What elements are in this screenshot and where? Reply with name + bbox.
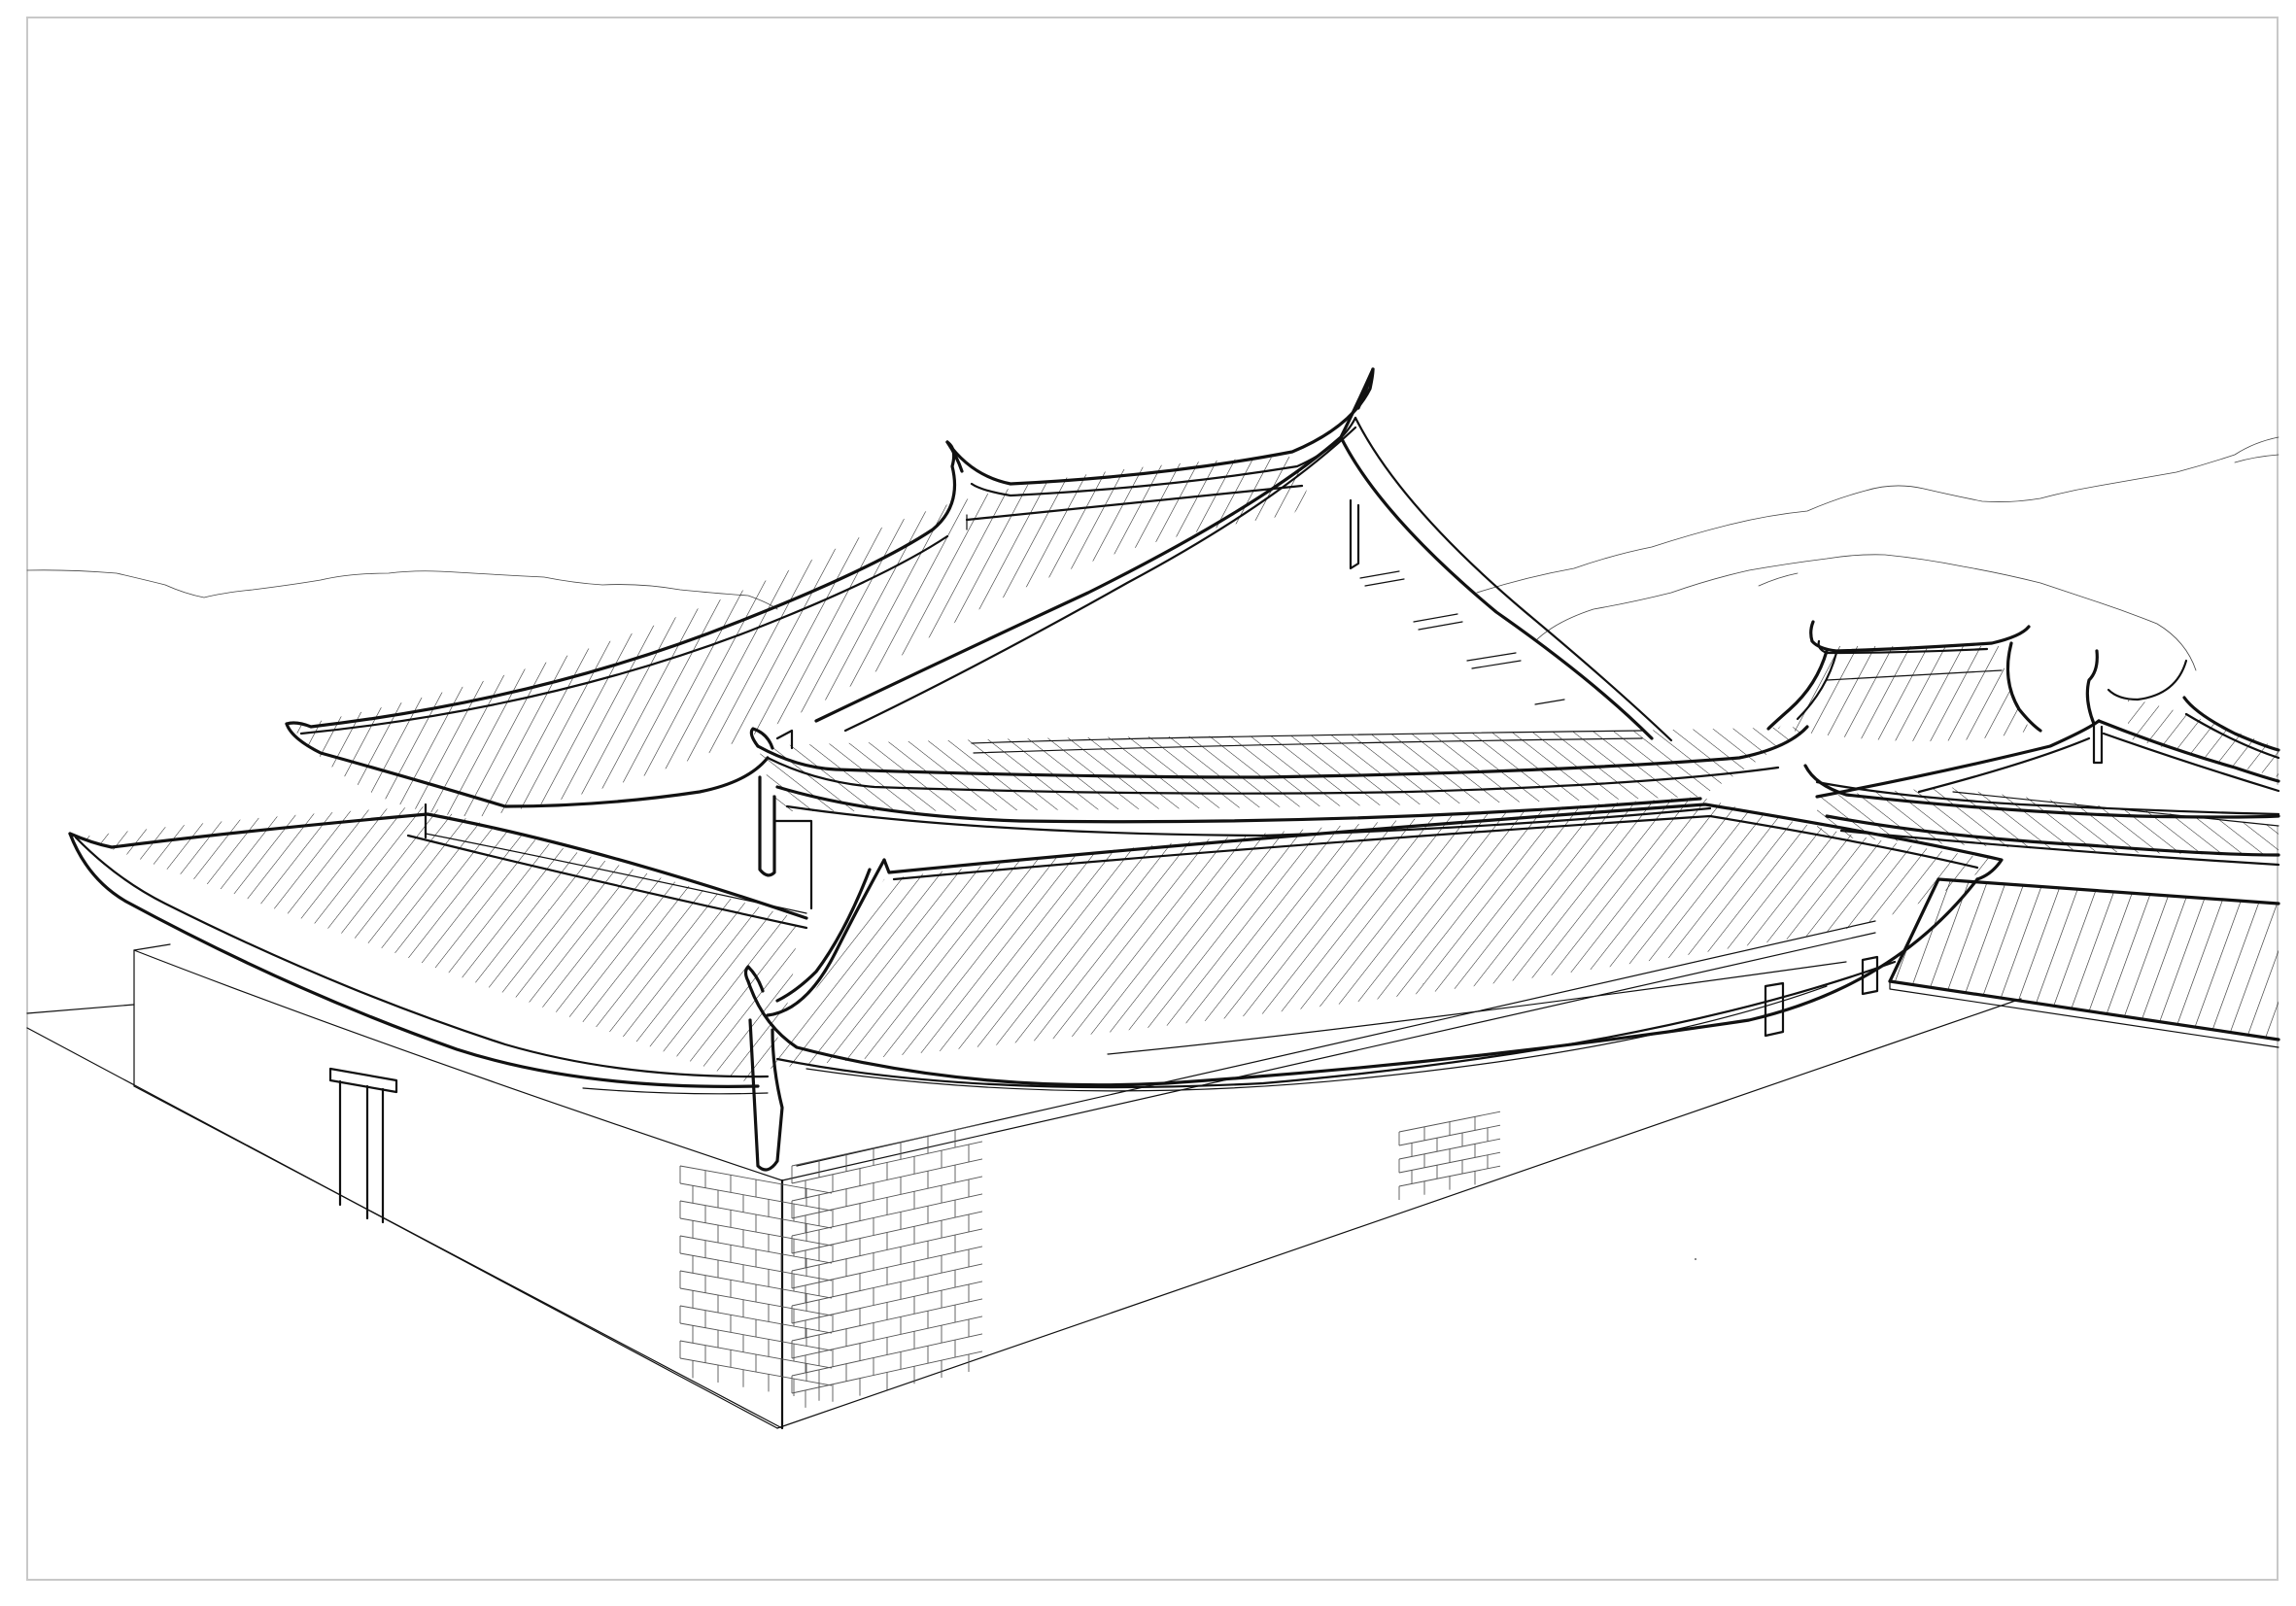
lower-left-roof [68,806,808,1095]
upper-hall-side [424,803,807,914]
speck [1695,1258,1696,1260]
mountain-ridge-right [1476,436,2279,671]
brick-texture-mid [1398,1111,1501,1200]
brick-course [1398,1124,1501,1146]
mountain-ridge-left [26,569,778,610]
ground-lines [26,998,2022,1429]
brick-course [791,1333,983,1377]
main-hall-roof-front [749,725,1809,910]
brick-course [1398,1151,1501,1174]
lean-to-roof [1888,877,2280,1048]
brick-course [791,1298,983,1342]
right-pavilion-small [1766,620,2042,742]
brick-course [679,1287,833,1316]
brick-course [679,1322,833,1351]
brick-course [791,1193,983,1237]
lower-front-roof [743,797,2004,1172]
windows [1764,955,1879,1038]
brick-course [679,1182,833,1212]
brick-course [791,1263,983,1307]
brick-course [791,1228,983,1272]
brick-course [679,1252,833,1281]
brick-course [791,1158,983,1202]
brick-course [679,1217,833,1247]
brick-course [679,1357,833,1386]
brick-course [791,1123,983,1167]
roof-ridge-ornaments [945,367,1375,473]
doorway [328,1067,398,1224]
brick-texture-corner [679,1123,983,1408]
